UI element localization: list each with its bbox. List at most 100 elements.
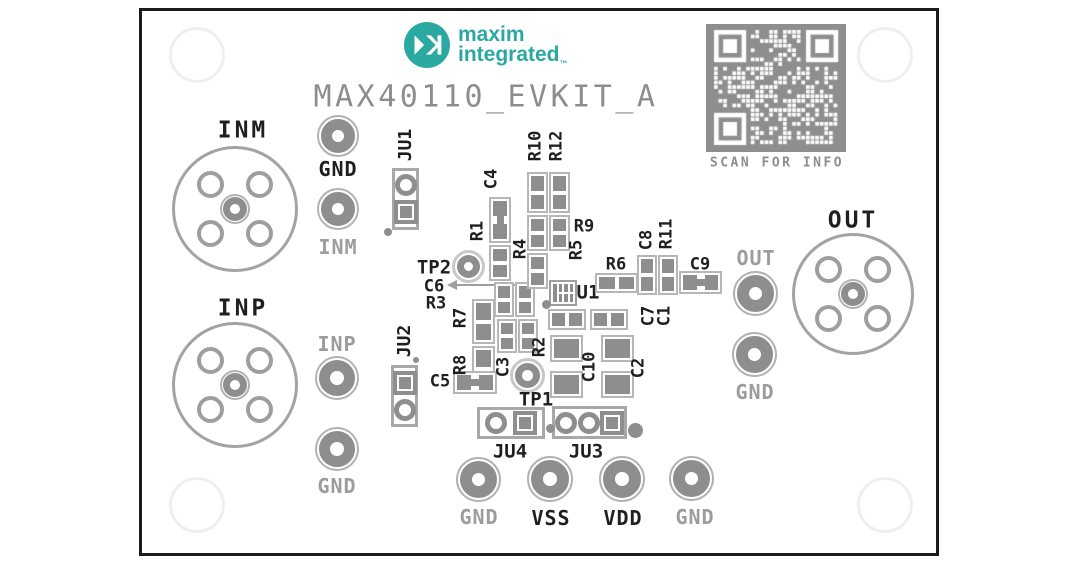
label-r12: R12: [546, 130, 567, 162]
c6-leader-arrow-icon: [447, 280, 530, 290]
label-out-pad: OUT: [736, 246, 776, 270]
label-r7: R7: [450, 307, 471, 329]
label-c3: C3: [493, 356, 514, 378]
label-vss: VSS: [531, 506, 571, 530]
sma-hole: [246, 396, 273, 423]
sma-hole: [815, 256, 842, 283]
component-r6: [595, 273, 638, 293]
label-c10: C10: [579, 351, 600, 383]
label-ju3: JU3: [568, 440, 604, 463]
sma-hole: [864, 256, 891, 283]
jumper-pin-square: [512, 411, 537, 435]
component-c10-pad: [550, 371, 583, 398]
label-c2: C2: [628, 357, 649, 379]
label-c4: C4: [481, 168, 502, 190]
pad-vss: [527, 456, 573, 502]
pad-gnd-bottom-1: [456, 457, 501, 502]
mounting-hole-top-right: [857, 27, 913, 83]
mounting-hole-bottom-left: [169, 477, 225, 533]
mounting-hole-bottom-right: [857, 477, 913, 533]
label-r4: R4: [510, 238, 531, 260]
component-c8: [637, 255, 657, 295]
sma-hole: [246, 347, 273, 374]
sma-center-pad: [220, 194, 250, 224]
component-r3: [494, 282, 514, 317]
sma-hole: [197, 220, 224, 247]
component-pad-group: [518, 319, 538, 353]
jumper-pin-square: [392, 371, 417, 396]
jumper-pin-square: [393, 199, 418, 224]
label-connector-out: OUT: [827, 207, 879, 234]
label-gnd-bottom-1: GND: [459, 505, 499, 529]
sma-connector-inm: [172, 146, 298, 272]
component-c4: [489, 197, 511, 243]
component-r10: [527, 172, 548, 213]
sma-hole: [197, 396, 224, 423]
sma-connector-out: [792, 233, 914, 355]
jumper-pin-round: [393, 398, 416, 421]
jumper-ju1: [392, 168, 419, 230]
label-c6: C6: [423, 276, 445, 297]
pad-gnd-right: [732, 332, 777, 377]
sma-hole: [246, 171, 273, 198]
silk-dot: [628, 423, 643, 438]
sma-center-pad: [220, 370, 250, 400]
component-c2-pad: [601, 371, 634, 398]
label-gnd-bottom-2: GND: [675, 505, 715, 529]
ic-u1: [549, 280, 577, 306]
label-vdd: VDD: [603, 506, 643, 530]
label-r11: R11: [656, 218, 677, 250]
jumper-pin-round: [394, 174, 417, 197]
label-ju4: JU4: [492, 440, 528, 463]
label-gnd-top-left: GND: [318, 157, 358, 181]
label-tp2: TP2: [416, 256, 452, 279]
board-title: MAX40110_EVKIT_A: [313, 79, 659, 115]
sma-hole: [246, 220, 273, 247]
label-r1: R1: [467, 220, 488, 242]
label-gnd-right: GND: [735, 380, 775, 404]
sma-center-pad: [838, 279, 868, 309]
label-r2: R2: [529, 336, 550, 358]
mounting-hole-top-left: [169, 27, 225, 83]
label-r5: R5: [566, 239, 587, 261]
label-r8: R8: [450, 354, 471, 376]
pad-inm: [317, 188, 359, 230]
qr-caption: SCAN FOR INFO: [709, 155, 845, 171]
jumper-ju2: [391, 365, 418, 427]
qr-code: [706, 24, 846, 152]
component-c5: [453, 371, 497, 394]
component-c2-pad: [601, 335, 634, 362]
silk-dot: [546, 424, 555, 433]
pad-vdd: [599, 456, 645, 502]
jumper-pin-round: [577, 411, 600, 434]
label-ju2: JU2: [394, 324, 415, 358]
label-u1: U1: [576, 281, 600, 304]
jumper-pin-round: [555, 411, 578, 434]
component-r7: [472, 299, 495, 344]
pad-gnd-bottom-2: [669, 456, 714, 501]
sma-hole: [197, 171, 224, 198]
component-c1: [590, 309, 628, 330]
jumper-pin-round: [485, 412, 508, 434]
pad-gnd-bottom-left: [315, 427, 359, 471]
component-r1: [489, 245, 511, 281]
jumper-pin-square: [599, 410, 624, 435]
label-inp-pad: INP: [317, 332, 357, 356]
label-inm-pad: INM: [318, 235, 358, 259]
component-r12: [549, 172, 570, 213]
component-c9: [679, 271, 722, 294]
component-pad-group: [527, 253, 548, 289]
component-r9: [527, 215, 548, 251]
label-r10: R10: [525, 130, 546, 162]
sma-hole: [864, 305, 891, 332]
label-ju1: JU1: [395, 128, 416, 162]
testpoint-tp1: [510, 358, 545, 393]
jumper-ju3: [552, 406, 627, 439]
brand-line2: integrated: [458, 43, 560, 66]
component-c7: [548, 309, 586, 330]
silk-dot: [384, 228, 392, 236]
label-tp1: TP1: [518, 388, 554, 411]
component-c10-pad: [550, 335, 583, 362]
label-c1: C1: [654, 305, 675, 327]
